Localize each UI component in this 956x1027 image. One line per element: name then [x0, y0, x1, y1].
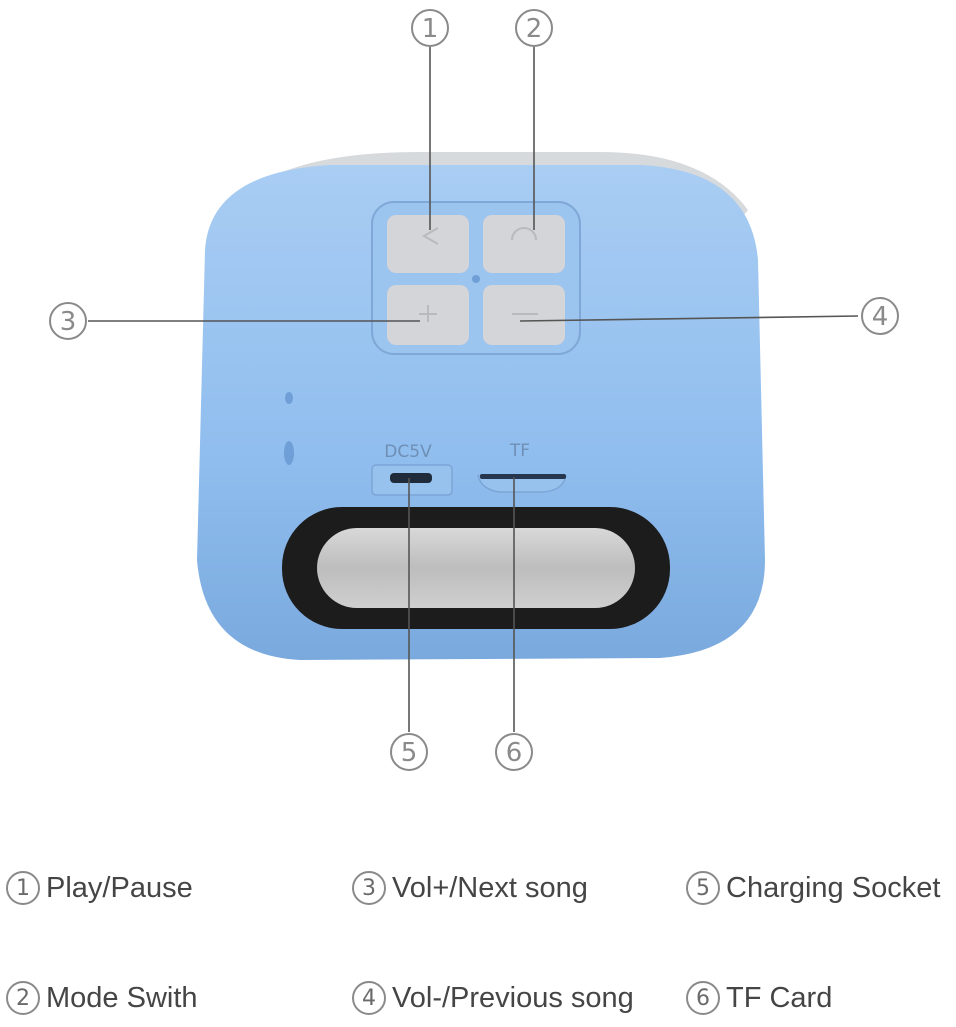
speaker-grille — [317, 528, 635, 608]
legend-label: Charging Socket — [726, 871, 941, 904]
legend-number: 6 — [686, 981, 720, 1015]
svg-text:4: 4 — [872, 302, 889, 332]
volume-down-button[interactable] — [483, 285, 565, 345]
legend-number: 5 — [686, 871, 720, 905]
legend-item-mode-switch: 2 Mode Swith — [6, 976, 198, 1020]
strap-hole — [284, 441, 294, 465]
legend-label: Vol-/Previous song — [392, 981, 634, 1014]
legend-item-play-pause: 1 Play/Pause — [6, 866, 193, 910]
legend-label: TF Card — [726, 981, 833, 1014]
mode-switch-button[interactable] — [483, 215, 565, 273]
callout-marker-5: 5 — [390, 733, 428, 771]
legend-item-vol-down: 4 Vol-/Previous song — [352, 976, 634, 1020]
legend-number: 2 — [6, 981, 40, 1015]
mic-hole — [285, 392, 293, 404]
legend: 1 Play/Pause 2 Mode Swith 3 Vol+/Next so… — [0, 840, 956, 1027]
svg-text:3: 3 — [60, 307, 77, 337]
callout-lines — [88, 47, 859, 732]
volume-up-button[interactable] — [387, 285, 469, 345]
callout-marker-1: 1 — [411, 9, 449, 47]
legend-number: 1 — [6, 871, 40, 905]
tf-card-slot[interactable] — [477, 475, 567, 493]
legend-number: 4 — [352, 981, 386, 1015]
speaker-diagram: DC5V TF 1 2 3 4 5 6 — [49, 9, 899, 771]
svg-text:1: 1 — [422, 14, 439, 44]
charging-socket[interactable] — [390, 473, 432, 483]
svg-text:6: 6 — [506, 738, 523, 768]
svg-text:2: 2 — [526, 14, 543, 44]
center-indicator — [472, 275, 480, 283]
legend-label: Mode Swith — [46, 981, 198, 1014]
tf-slot-label: TF — [509, 441, 530, 461]
legend-number: 3 — [352, 871, 386, 905]
legend-label: Play/Pause — [46, 871, 193, 904]
legend-label: Vol+/Next song — [392, 871, 588, 904]
callout-marker-4: 4 — [861, 297, 899, 335]
legend-item-vol-up: 3 Vol+/Next song — [352, 866, 588, 910]
tf-slot-opening — [480, 474, 566, 479]
callout-line-4 — [519, 315, 859, 322]
legend-item-tf-card: 6 TF Card — [686, 976, 832, 1020]
callout-marker-3: 3 — [49, 302, 87, 340]
svg-text:5: 5 — [401, 738, 418, 768]
callout-marker-2: 2 — [515, 9, 553, 47]
dc-port-label: DC5V — [384, 442, 432, 462]
legend-item-charging-socket: 5 Charging Socket — [686, 866, 940, 910]
callout-marker-6: 6 — [495, 733, 533, 771]
play-pause-button[interactable] — [387, 215, 469, 273]
